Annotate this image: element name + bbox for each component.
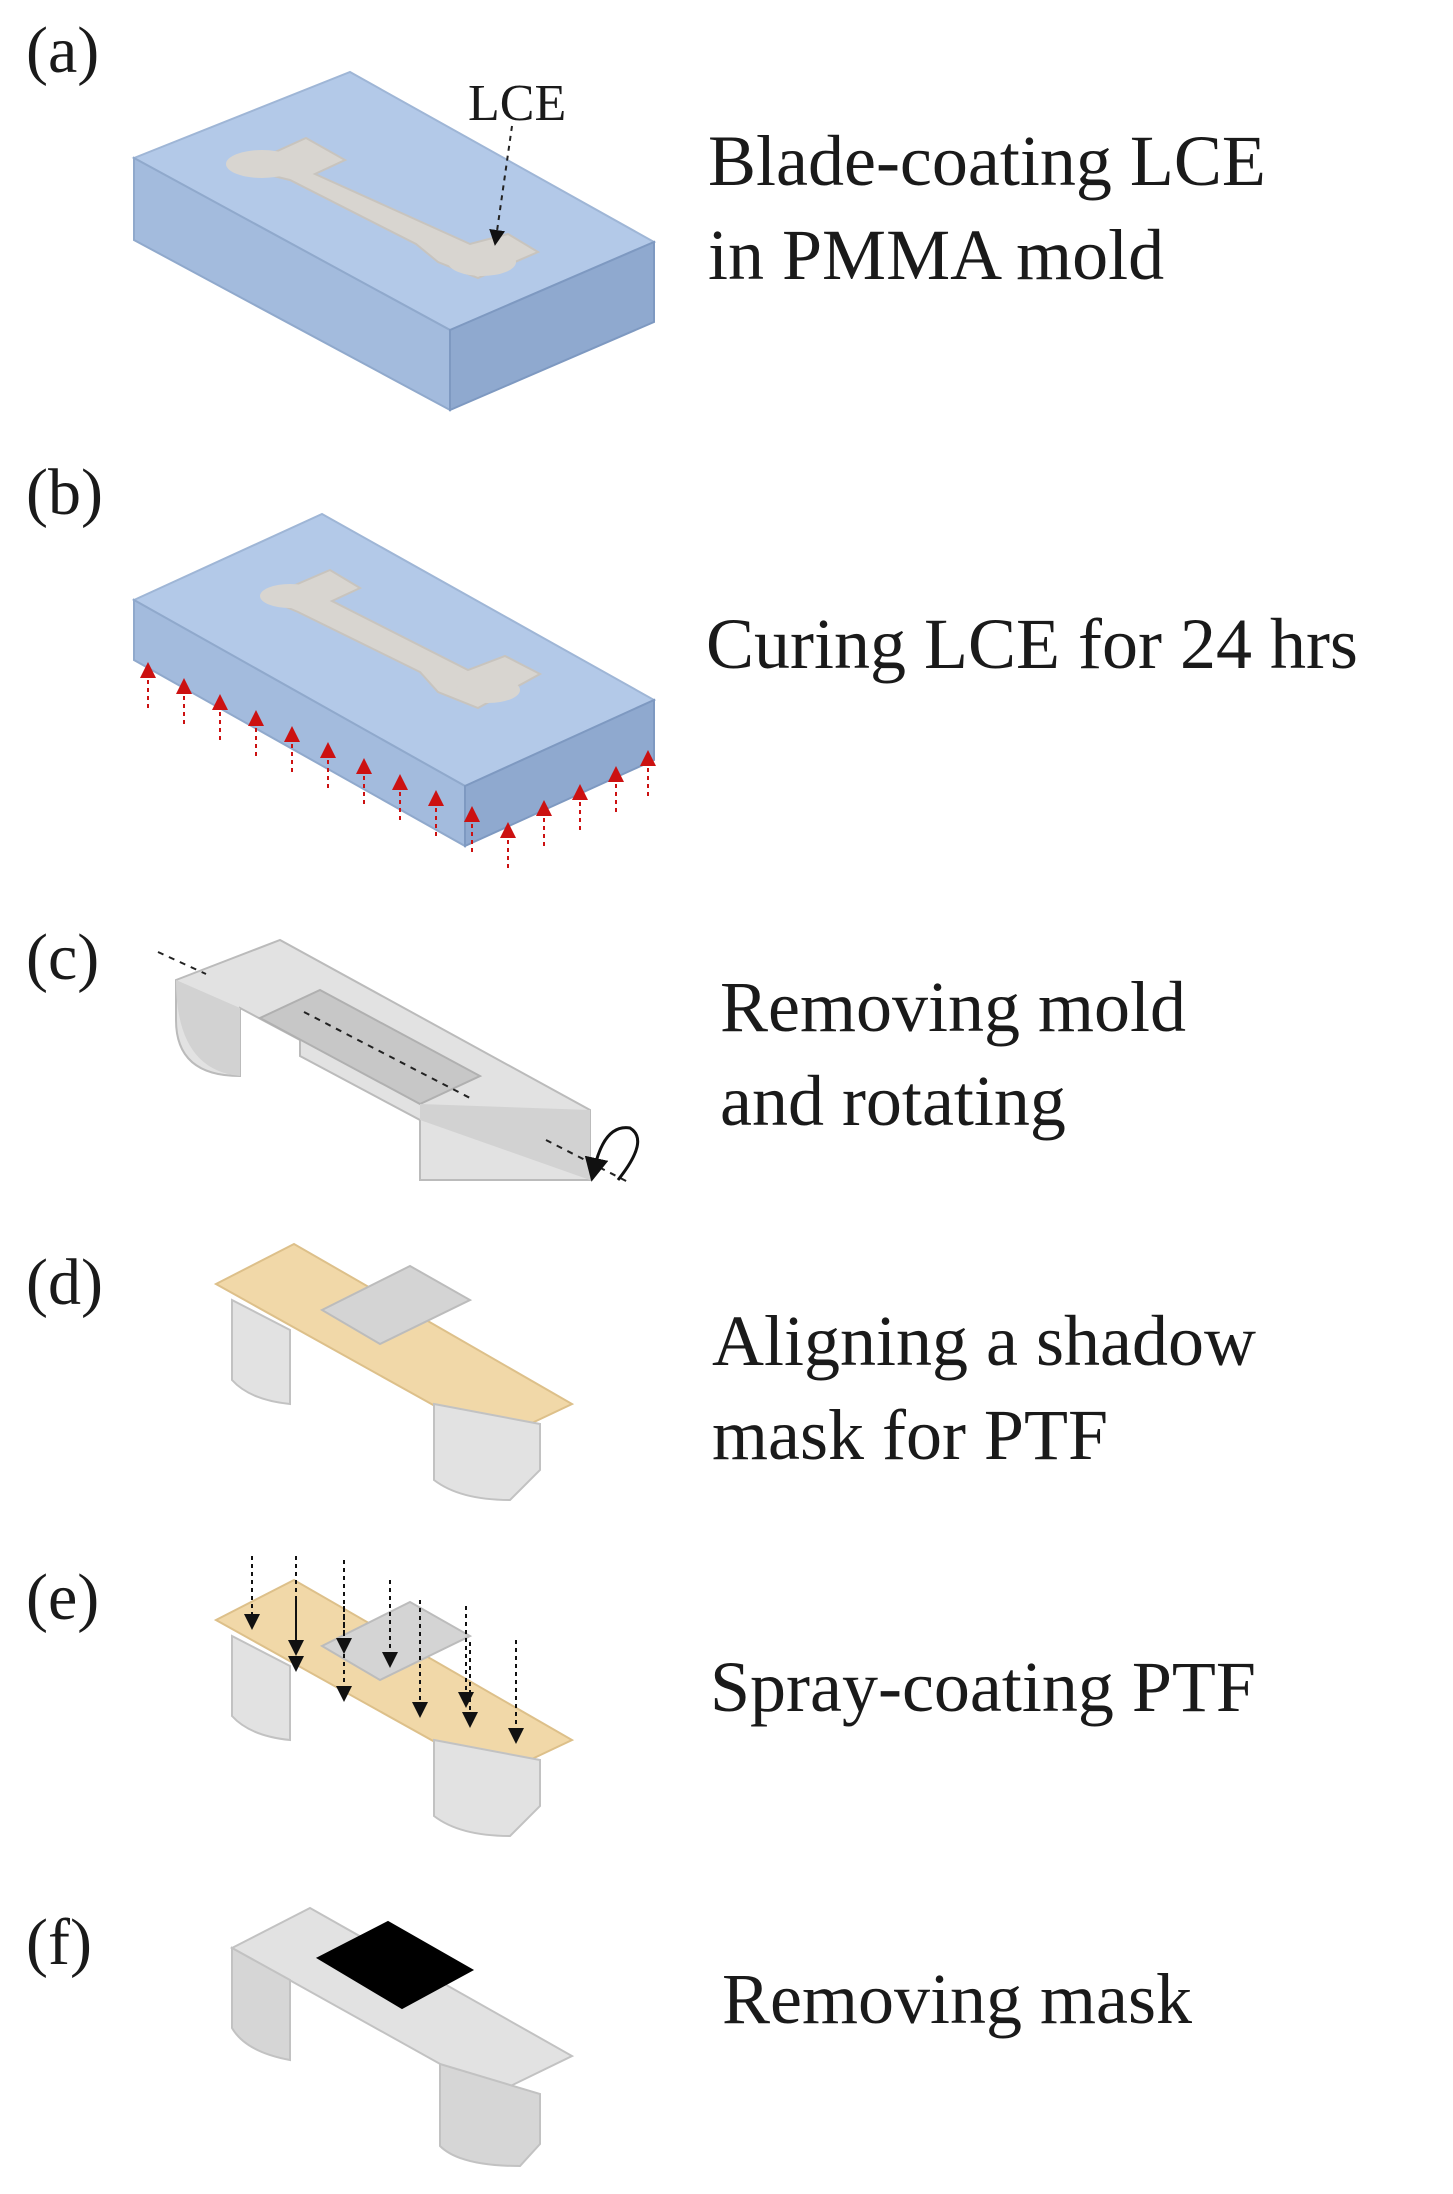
ptf-patch [315,1920,475,2010]
panel-b-caption-line-1: Curing LCE for 24 hrs [706,604,1358,684]
panel-c-label: (c) [26,921,100,994]
panel-f-caption-line-1: Removing mask [722,1959,1192,2039]
spray-arrows [244,1556,524,1744]
panel-c-caption-line-2: and rotating [720,1061,1066,1141]
panel-e-label: (e) [26,1561,100,1634]
panel-d-part [213,1242,575,1502]
panel-e-caption-line-1: Spray-coating PTF [710,1647,1256,1727]
panel-a-caption-line-2: in PMMA mold [708,215,1165,295]
panel-c-part [157,938,640,1183]
panel-d-caption: Aligning a shadow mask for PTF [712,1294,1256,1482]
lce-cavity [226,136,541,280]
panel-b-label: (b) [26,456,103,529]
panel-d-caption-line-2: mask for PTF [712,1395,1108,1475]
panel-b-caption: Curing LCE for 24 hrs [706,597,1358,691]
panel-c-caption: Removing mold and rotating [720,960,1186,1148]
rotation-arrow [584,1126,640,1182]
panel-a-mold [131,70,657,412]
uv-arrows [140,662,656,868]
panel-f-caption: Removing mask [722,1952,1192,2046]
panel-c-caption-line-1: Removing mold [720,967,1186,1047]
panel-a-label: (a) [26,14,100,87]
panel-e-part [213,1556,575,1838]
panel-f-label: (f) [26,1906,92,1979]
panel-a-caption: Blade-coating LCE in PMMA mold [708,114,1266,302]
panel-f-part [229,1906,575,2168]
panel-d-label: (d) [26,1246,103,1319]
lce-annotation-label: LCE [468,75,567,132]
panel-d-caption-line-1: Aligning a shadow [712,1301,1256,1381]
lce-pointer-arrow [489,125,513,246]
panel-a-caption-line-1: Blade-coating LCE [708,121,1266,201]
panel-b-mold [131,512,657,868]
panel-e-caption: Spray-coating PTF [710,1640,1256,1734]
